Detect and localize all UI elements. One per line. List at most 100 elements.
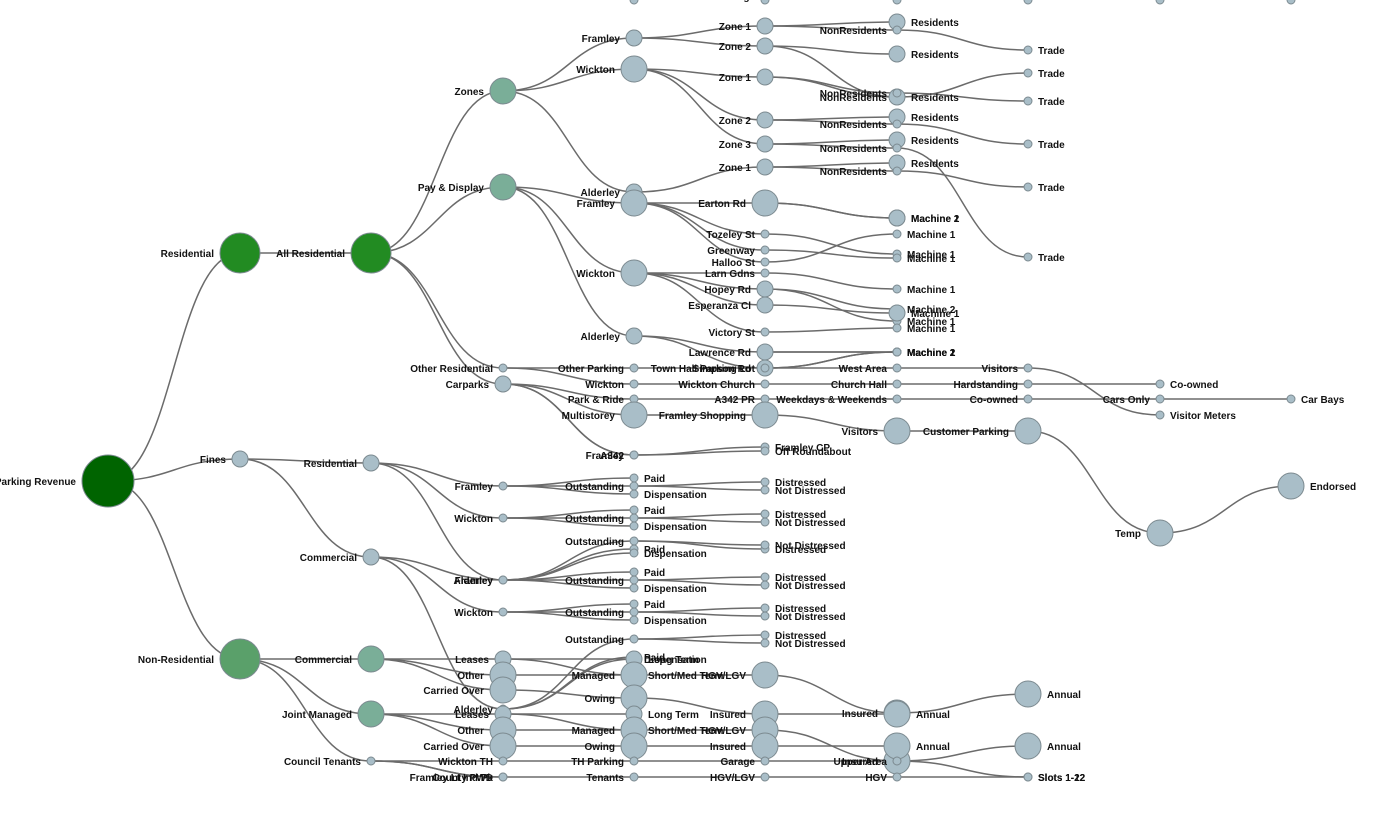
- node-non-residential[interactable]: Non-Residential: [138, 638, 261, 680]
- node-circle[interactable]: [629, 772, 639, 782]
- node-circle[interactable]: [81, 454, 135, 508]
- node-circle[interactable]: [760, 630, 770, 640]
- node-circle[interactable]: [357, 645, 385, 673]
- node-hopey-rd[interactable]: Hopey Rd: [704, 280, 774, 298]
- node-nonresidents[interactable]: NonResidents: [820, 119, 902, 131]
- node-tenants[interactable]: Tenants: [586, 772, 639, 784]
- node-circle[interactable]: [892, 772, 902, 782]
- node-circle[interactable]: [625, 327, 643, 345]
- node-dispensation[interactable]: Dispensation: [629, 548, 707, 560]
- node-framley[interactable]: Framley: [455, 575, 508, 587]
- node-circle[interactable]: [629, 473, 639, 483]
- node-circle[interactable]: [1023, 394, 1033, 404]
- node-tenants[interactable]: Tenants: [586, 0, 639, 5]
- node-circle[interactable]: [756, 68, 774, 86]
- node-zones[interactable]: Zones: [455, 77, 517, 105]
- node-circle[interactable]: [1146, 519, 1174, 547]
- node-circle[interactable]: [760, 477, 770, 487]
- node-all-residential[interactable]: All Residential: [276, 232, 392, 274]
- node-outstanding[interactable]: Outstanding: [565, 513, 639, 525]
- node-circle[interactable]: [1023, 139, 1033, 149]
- node-circle[interactable]: [760, 268, 770, 278]
- node-circle[interactable]: [751, 732, 779, 760]
- node-circle[interactable]: [760, 229, 770, 239]
- node-nonresidents[interactable]: NonResidents: [820, 88, 902, 100]
- node-circle[interactable]: [1023, 252, 1033, 262]
- node-car-bays[interactable]: Car Bays: [1286, 394, 1345, 406]
- node-garage[interactable]: Garage: [721, 756, 770, 768]
- node-outstanding[interactable]: Outstanding: [565, 481, 639, 493]
- node-circle[interactable]: [1014, 680, 1042, 708]
- node-nonresidents[interactable]: NonResidents: [820, 25, 902, 37]
- node-circle[interactable]: [892, 347, 902, 357]
- node-circle[interactable]: [629, 363, 639, 373]
- node-circle[interactable]: [620, 732, 648, 760]
- node-circle[interactable]: [760, 446, 770, 456]
- node-wickton[interactable]: Wickton: [454, 513, 508, 525]
- node-not-distressed[interactable]: Not Distressed: [760, 485, 846, 497]
- node-circle[interactable]: [362, 548, 380, 566]
- node-dispensation[interactable]: Dispensation: [629, 489, 707, 501]
- node-fines[interactable]: Fines: [200, 450, 249, 468]
- node-not-distressed[interactable]: Not Distressed: [760, 540, 846, 552]
- node-circle[interactable]: [1023, 68, 1033, 78]
- node-hgv[interactable]: HGV: [865, 772, 902, 784]
- node-alderley[interactable]: Alderley: [581, 327, 643, 345]
- node-circle[interactable]: [892, 284, 902, 294]
- node-machine-1[interactable]: Machine 1: [892, 253, 956, 265]
- node-lawrence-rd[interactable]: Lawrence Rd: [689, 343, 774, 361]
- node-dispensation[interactable]: Dispensation: [629, 615, 707, 627]
- node-slots-1-12[interactable]: Slots 1-12: [1023, 772, 1086, 784]
- node-circle[interactable]: [629, 481, 639, 491]
- node-circle[interactable]: [760, 638, 770, 648]
- node-circle[interactable]: [498, 481, 508, 491]
- node-circle[interactable]: [892, 323, 902, 333]
- node-visitors[interactable]: Visitors: [842, 417, 911, 445]
- node-residents[interactable]: Residents: [888, 45, 959, 63]
- node-circle[interactable]: [629, 607, 639, 617]
- node-victory-st[interactable]: Victory St: [709, 327, 770, 339]
- node-circle[interactable]: [489, 732, 517, 760]
- node-machine-2[interactable]: Machine 2: [892, 347, 956, 359]
- node-circle[interactable]: [760, 509, 770, 519]
- node-west-area[interactable]: West Area: [839, 363, 902, 375]
- node-circle[interactable]: [892, 229, 902, 239]
- node-circle[interactable]: [1023, 772, 1033, 782]
- node-framley[interactable]: Framley: [582, 29, 643, 47]
- node-framley[interactable]: Framley: [577, 189, 648, 217]
- node-circle[interactable]: [1286, 394, 1296, 404]
- node-circle[interactable]: [1155, 394, 1165, 404]
- node-circle[interactable]: [498, 513, 508, 523]
- node-circle[interactable]: [620, 55, 648, 83]
- node-slots-1-22[interactable]: Slots 1-22: [1286, 0, 1349, 5]
- node-circle[interactable]: [498, 772, 508, 782]
- node-circle[interactable]: [760, 363, 770, 373]
- node-circle[interactable]: [751, 401, 779, 429]
- node-hgv[interactable]: HGV: [996, 0, 1033, 5]
- node-circle[interactable]: [760, 572, 770, 582]
- node-carried-over[interactable]: Carried Over: [423, 732, 517, 760]
- node-zone-1[interactable]: Zone 1: [719, 17, 774, 35]
- node-other[interactable]: Other: [1123, 0, 1165, 5]
- node-circle[interactable]: [629, 548, 639, 558]
- node-upper-area[interactable]: Upper Area: [833, 756, 902, 768]
- node-joint-managed[interactable]: Joint Managed: [282, 700, 385, 728]
- node-co-owned[interactable]: Co-owned: [970, 394, 1033, 406]
- node-multistorey[interactable]: Multistorey: [562, 401, 648, 429]
- node-circle[interactable]: [489, 77, 517, 105]
- node-not-distressed[interactable]: Not Distressed: [760, 517, 846, 529]
- node-circle[interactable]: [629, 583, 639, 593]
- node-circle[interactable]: [494, 375, 512, 393]
- node-circle[interactable]: [751, 189, 779, 217]
- node-circle[interactable]: [883, 732, 911, 760]
- node-council-tenants[interactable]: Council Tenants: [284, 756, 376, 768]
- node-circle[interactable]: [219, 638, 261, 680]
- node-circle[interactable]: [629, 536, 639, 546]
- node-circle[interactable]: [892, 379, 902, 389]
- node-circle[interactable]: [892, 756, 902, 766]
- node-circle[interactable]: [1155, 0, 1165, 5]
- node-endorsed[interactable]: Endorsed: [1277, 472, 1356, 500]
- node-wickton[interactable]: Wickton: [576, 259, 648, 287]
- node-circle[interactable]: [760, 485, 770, 495]
- node-circle[interactable]: [883, 417, 911, 445]
